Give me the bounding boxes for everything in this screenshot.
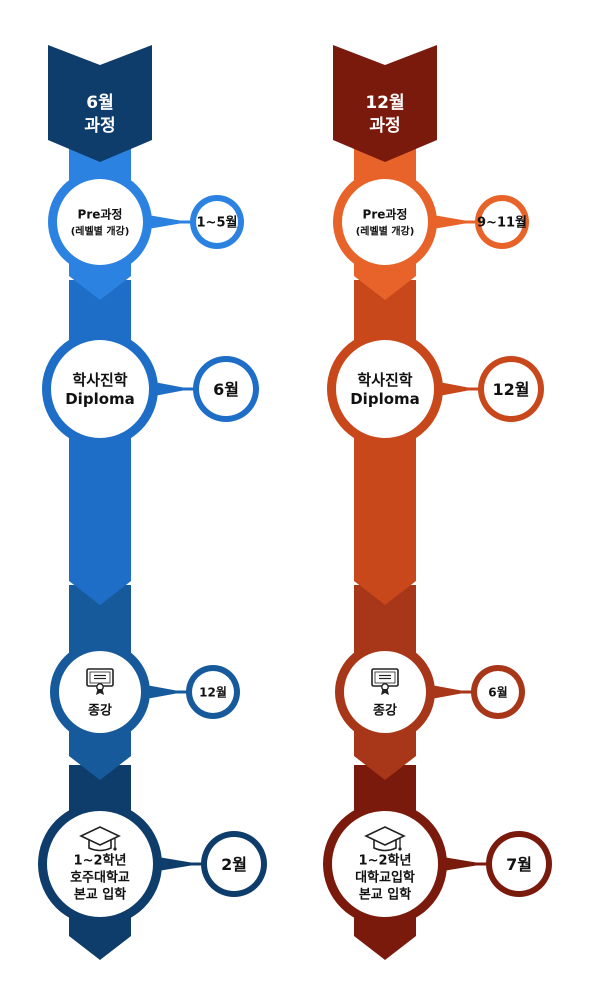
month-circle-inner	[207, 837, 261, 891]
graduation-cap-icon	[79, 826, 121, 852]
stage-connector	[431, 685, 475, 699]
stage-name-line: Pre과정	[363, 206, 408, 221]
certificate-icon	[371, 668, 399, 695]
header-line-1: 6월	[86, 93, 113, 113]
header-line-2: 과정	[369, 116, 400, 136]
header-line-2: 과정	[84, 116, 115, 136]
stage-month: 1~5월	[197, 215, 238, 231]
stage-name-line: 학사진학	[72, 371, 127, 389]
stage-name-line: 1~2학년	[74, 853, 127, 869]
stage-name-line: 학사진학	[357, 371, 412, 389]
month-circle-inner	[492, 837, 546, 891]
stage-connector	[443, 857, 490, 871]
stage-name-line: 본교 입학	[359, 887, 411, 903]
graduation-cap-icon	[364, 826, 406, 852]
stage-1: 1~5월 Pre과정 (레벨별 개강)	[48, 170, 244, 274]
stage-name-line: (레벨별 개강)	[71, 224, 130, 237]
stage-name-line: 본교 입학	[74, 887, 126, 903]
stage-month: 7월	[506, 855, 532, 874]
stage-connector	[439, 382, 482, 396]
stage-month: 6월	[488, 684, 507, 699]
stage-circle-inner	[47, 811, 153, 917]
stage-circle-inner	[51, 340, 149, 438]
month-circle-inner	[196, 201, 238, 243]
stage-circle-inner	[332, 811, 438, 917]
stage-circle-inner	[57, 179, 143, 265]
stage-month: 12월	[493, 380, 530, 399]
stage-month: 12월	[199, 684, 227, 699]
stage-month: 9~11월	[477, 215, 527, 231]
stage-month: 6월	[213, 380, 239, 399]
stage-name-line: 1~2학년	[359, 853, 412, 869]
header-arrow	[48, 45, 152, 162]
month-circle-inner	[484, 362, 538, 416]
certificate-icon	[86, 668, 114, 695]
month-circle-inner	[192, 671, 234, 713]
stage-name-line: 호주대학교	[70, 870, 130, 886]
stage-name-line: Diploma	[350, 390, 420, 408]
stage-1: 9~11월 Pre과정 (레벨별 개강)	[333, 170, 529, 274]
month-circle-inner	[199, 362, 253, 416]
stage-month: 2월	[221, 855, 247, 874]
stage-name-line: 종강	[373, 703, 397, 719]
stage-connector	[158, 857, 205, 871]
stage-connector	[148, 215, 194, 229]
stage-name-line: 대학교입학	[355, 870, 415, 886]
header-arrow	[333, 45, 437, 162]
stage-circle-inner	[336, 340, 434, 438]
stage-connector	[154, 382, 197, 396]
stage-name-line: 종강	[88, 703, 112, 719]
stage-name-line: (레벨별 개강)	[356, 224, 415, 237]
month-circle-inner	[477, 671, 519, 713]
stage-name-line: Diploma	[65, 390, 135, 408]
month-circle-inner	[481, 201, 523, 243]
stage-name-line: Pre과정	[78, 206, 123, 221]
stage-connector	[433, 215, 479, 229]
stage-connector	[146, 685, 190, 699]
header-line-1: 12월	[365, 93, 404, 113]
stage-circle-inner	[342, 179, 428, 265]
